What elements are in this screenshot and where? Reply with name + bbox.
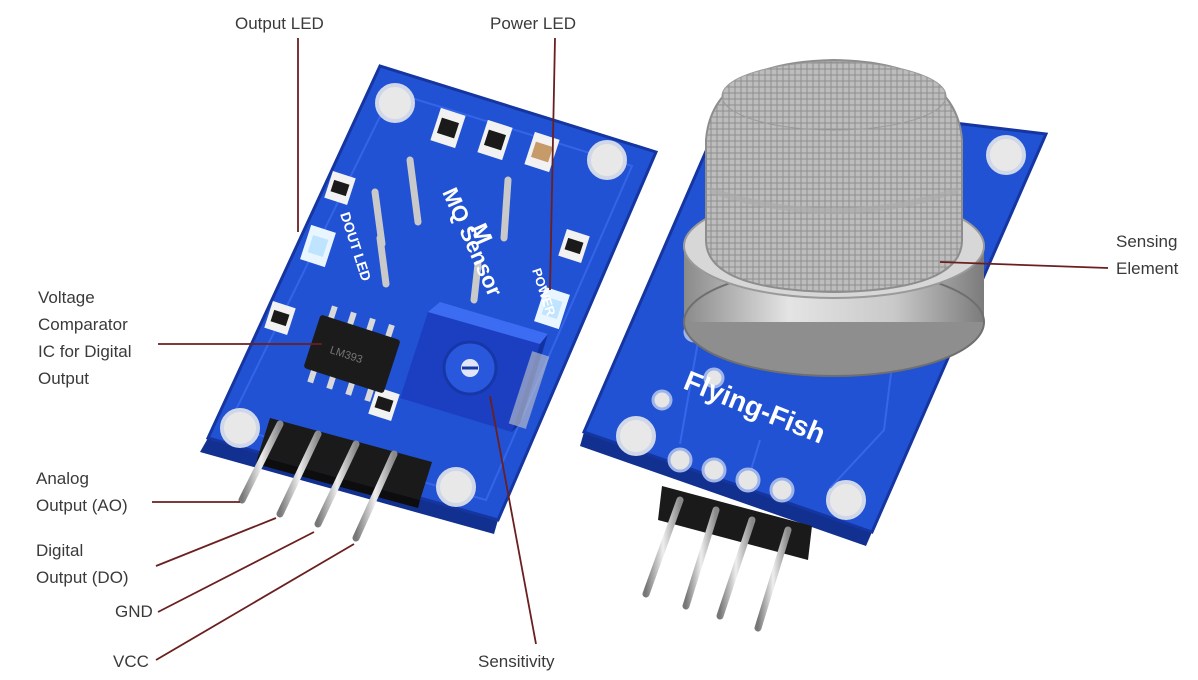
label-gnd: GND — [115, 602, 153, 621]
label-line: Element — [1116, 259, 1179, 278]
header-pins — [238, 420, 398, 542]
solder-pads — [651, 321, 795, 503]
sensing-element — [683, 58, 985, 377]
mounting-hole — [616, 135, 1026, 520]
potentiometer — [400, 302, 550, 432]
label-sensing-element: Sensing Element — [1116, 228, 1178, 282]
leader-digital-output — [155, 517, 277, 567]
label-line: Output — [38, 369, 90, 388]
smd-components — [264, 107, 590, 422]
label-voltage-comparator: Voltage Comparator IC for Digital Output — [38, 284, 132, 392]
leader-sensing-element — [939, 261, 1109, 269]
leader-gnd — [157, 531, 315, 613]
label-vcc: VCC — [113, 652, 149, 671]
label-output-led: Output LED — [235, 14, 324, 33]
leader-sensitivity — [489, 395, 537, 645]
label-line: Analog — [36, 469, 89, 488]
leader-lines — [152, 37, 1109, 661]
label-line: IC for Digital — [38, 342, 132, 361]
label-line: Output (AO) — [36, 496, 128, 515]
leader-power-led — [549, 37, 556, 291]
comparator-ic: LM393 — [304, 305, 400, 402]
front-board: M MQ Sensor DOUT LED POWER LM393 — [200, 64, 659, 542]
power-led — [534, 286, 570, 330]
back-pin-header — [658, 486, 812, 560]
front-pcb — [205, 64, 659, 522]
label-line: Digital — [36, 541, 84, 560]
label-line: Output (DO) — [36, 568, 129, 587]
label-digital-output: Digital Output (DO) — [36, 537, 129, 591]
mounting-hole — [220, 83, 627, 507]
label-sensitivity: Sensitivity — [478, 652, 555, 671]
label-line: Voltage — [38, 288, 95, 307]
back-board: Flying-Fish — [580, 58, 1049, 632]
back-header-pins — [642, 496, 792, 632]
leader-vcc — [155, 543, 355, 661]
label-line: Sensing — [1116, 232, 1178, 251]
label-line: Comparator — [38, 315, 128, 334]
output-led — [300, 224, 336, 268]
label-power-led: Power LED — [490, 14, 576, 33]
label-analog-output: Analog Output (AO) — [36, 465, 128, 519]
sensor-through-pins — [371, 156, 512, 304]
